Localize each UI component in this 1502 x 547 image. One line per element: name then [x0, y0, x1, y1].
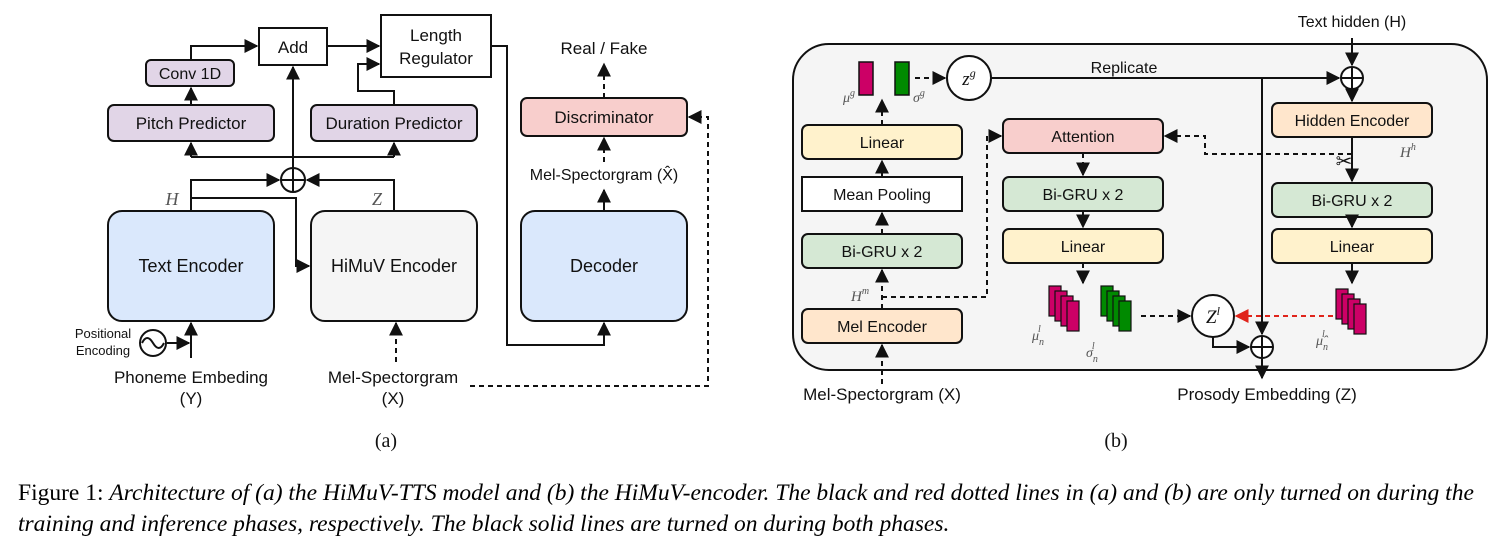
- mel-input-label-1: Mel-Spectorgram: [328, 368, 458, 387]
- mean-pooling-label: Mean Pooling: [833, 187, 931, 204]
- panel-a: Conv 1D Add Length Regulator Pitch Predi…: [75, 14, 709, 452]
- mean-pooling-block: [801, 176, 963, 212]
- panel-b-tag: (b): [1104, 430, 1127, 452]
- mu-l-label: μnl: [1031, 324, 1044, 348]
- sum-junction-a: [280, 167, 306, 193]
- panel-a-tag: (a): [375, 430, 397, 452]
- prosody-embedding-label: Prosody Embedding (Z): [1177, 385, 1357, 404]
- caption-prefix: Figure 1:: [18, 480, 110, 506]
- mel-input-label-2: (X): [382, 389, 405, 408]
- positional-encoding-icon: [139, 329, 167, 357]
- mu-l-stack: [1048, 285, 1080, 332]
- attention-label: Attention: [1051, 129, 1114, 146]
- positional-label-2: Encoding: [76, 343, 130, 358]
- sigma-l-label: σnl: [1086, 341, 1098, 365]
- mel-input-label-b: Mel-Spectorgram (X): [803, 385, 961, 404]
- panel-a-connectors: [167, 39, 611, 358]
- mel-encoder-label: Mel Encoder: [837, 319, 927, 336]
- linear-right-label: Linear: [1330, 239, 1375, 256]
- himuv-encoder-label: HiMuV Encoder: [331, 256, 457, 276]
- add-label: Add: [278, 38, 308, 57]
- conv1d-label: Conv 1D: [159, 66, 221, 83]
- sigma-l-stack: [1100, 285, 1132, 332]
- add-block: [258, 27, 328, 66]
- bigru-left-label: Bi-GRU x 2: [842, 244, 923, 261]
- mel-hat-label: Mel-Spectorgram (X̂): [530, 164, 678, 184]
- text-encoder-label: Text Encoder: [138, 256, 243, 276]
- phoneme-label-1: Phoneme Embeding: [114, 368, 268, 387]
- z-symbol: Z: [372, 189, 383, 209]
- caption-text: Architecture of (a) the HiMuV-TTS model …: [18, 480, 1474, 537]
- duration-predictor-label: Duration Predictor: [325, 114, 462, 133]
- pitch-predictor-label: Pitch Predictor: [136, 114, 247, 133]
- sigma-g-bar: [894, 61, 910, 96]
- length-regulator-label-2: Regulator: [399, 49, 473, 68]
- panel-b-dashed-connectors: [875, 71, 1352, 384]
- length-regulator-block: [380, 14, 492, 78]
- real-fake-label: Real / Fake: [561, 39, 648, 58]
- length-regulator-label-1: Length: [410, 26, 462, 45]
- panel-b-connectors: [991, 38, 1359, 380]
- sum-junction-bottom: [1250, 335, 1274, 359]
- bigru-right-label: Bi-GRU x 2: [1312, 193, 1393, 210]
- discriminator-label: Discriminator: [554, 108, 654, 127]
- phoneme-label-2: (Y): [180, 389, 203, 408]
- text-hidden-label: Text hidden (H): [1298, 14, 1407, 31]
- linear-left-label: Linear: [860, 135, 905, 152]
- mu-hat-l-stack: [1335, 288, 1367, 335]
- hidden-encoder-label: Hidden Encoder: [1295, 113, 1410, 130]
- linear-mid-label: Linear: [1061, 239, 1106, 256]
- figure-caption: Figure 1: Architecture of (a) the HiMuV-…: [18, 478, 1498, 540]
- panel-a-dashed-connectors: [389, 62, 709, 387]
- sigma-g-label: σg: [913, 88, 925, 106]
- panel-b: Linear Mean Pooling Bi-GRU x 2 Mel Encod…: [792, 14, 1488, 452]
- sum-junction-top: [1340, 66, 1364, 90]
- positional-label-1: Positional: [75, 326, 131, 341]
- architecture-diagram: Conv 1D Add Length Regulator Pitch Predi…: [75, 14, 1488, 452]
- mu-g-bar: [858, 61, 874, 96]
- h-symbol: H: [165, 189, 180, 209]
- replicate-label: Replicate: [1091, 60, 1158, 77]
- scissors-icon: ✂: [1336, 151, 1353, 173]
- decoder-label: Decoder: [570, 256, 638, 276]
- bigru-mid-label: Bi-GRU x 2: [1043, 187, 1124, 204]
